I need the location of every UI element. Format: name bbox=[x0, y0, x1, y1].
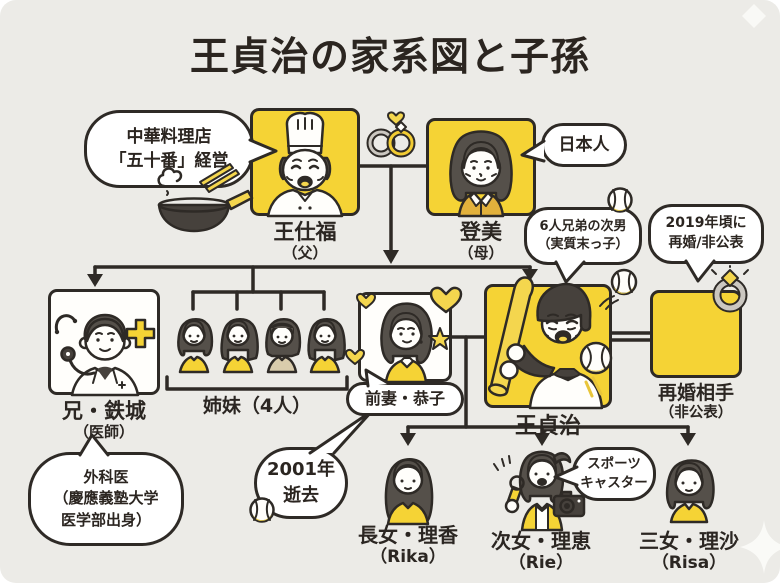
mother-role: （母） bbox=[458, 244, 504, 262]
medical-cross-icon bbox=[125, 318, 156, 349]
motion-lines bbox=[493, 455, 511, 471]
second-wife-box bbox=[650, 290, 742, 378]
chef-hat-icon bbox=[285, 111, 325, 155]
baseball-icon bbox=[579, 341, 613, 375]
daughter2-illustration bbox=[493, 450, 586, 532]
hearts-and-star-decor bbox=[345, 286, 463, 365]
daughter1-illustration bbox=[384, 458, 434, 526]
camera-icon bbox=[552, 490, 586, 518]
sister-illustration bbox=[220, 318, 259, 374]
page-title: 王貞治の家系図と子孫 bbox=[189, 35, 590, 80]
batting-helmet-icon bbox=[536, 282, 592, 332]
mother-name: 登美 bbox=[460, 220, 502, 244]
star-icon bbox=[428, 327, 452, 350]
second-wife-name: 再婚相手 bbox=[657, 382, 734, 404]
daughter1-name: 長女・理香 bbox=[358, 523, 458, 547]
sportscaster-bubble: スポーツ キャスター bbox=[553, 447, 656, 501]
brother-illustration bbox=[54, 313, 156, 397]
steam-icon bbox=[157, 167, 183, 188]
wedding-rings-icon bbox=[366, 111, 416, 158]
flying-baseball-icon bbox=[599, 268, 638, 310]
sister-illustration bbox=[307, 318, 346, 374]
first-wife-illustration bbox=[380, 302, 433, 384]
daughter3-name: 三女・理沙 bbox=[639, 529, 739, 553]
oh-name: 王貞治 bbox=[514, 414, 581, 439]
mother-illustration bbox=[449, 130, 513, 218]
brother-name: 兄・鉄城 bbox=[62, 399, 146, 423]
baseball-bat-icon bbox=[487, 276, 534, 397]
remarriage-2019-bubble: 2019年頃に 再婚/非公表 bbox=[648, 204, 764, 283]
sparkle-icon bbox=[740, 520, 780, 574]
daughter2-name: 次女・理恵 bbox=[491, 529, 591, 553]
microphone-icon bbox=[504, 475, 525, 514]
father-role: （父） bbox=[282, 244, 328, 262]
motion-lines bbox=[599, 295, 619, 310]
baseball-icon bbox=[607, 187, 633, 213]
oh-illustration bbox=[487, 276, 613, 410]
heart-icon bbox=[345, 348, 365, 365]
chopsticks-icon bbox=[199, 163, 240, 193]
first-wife-label-bubble: 前妻・恭子 bbox=[346, 368, 464, 416]
siblings-bubble: 6人兄弟の次男 （実質末っ子） bbox=[524, 207, 642, 284]
daughter1-romaji: （Rika） bbox=[370, 547, 446, 567]
daughter3-illustration bbox=[665, 459, 715, 524]
surgeon-bubble: 外科医 （慶應義塾大学 医学部出身） bbox=[28, 433, 184, 546]
heart-icon bbox=[387, 111, 405, 126]
father-name: 王仕福 bbox=[273, 220, 337, 244]
restaurant-bubble: 中華料理店 「五十番」経営 bbox=[84, 110, 278, 188]
daughter2-romaji: （Rie） bbox=[508, 553, 574, 573]
sisters-label: 姉妹（4人） bbox=[202, 395, 312, 417]
diamond-ring-icon bbox=[711, 265, 749, 313]
father-illustration bbox=[266, 111, 344, 218]
baseball-icon bbox=[249, 497, 275, 523]
wok-icon bbox=[157, 163, 254, 233]
heart-icon bbox=[356, 292, 376, 309]
second-wife-role: （非公表） bbox=[659, 405, 733, 421]
brother-role: （医師） bbox=[73, 423, 134, 441]
stethoscope-icon bbox=[54, 314, 96, 376]
heart-icon bbox=[429, 286, 463, 314]
sister-illustration bbox=[265, 318, 302, 374]
sparkle-icon bbox=[742, 4, 766, 28]
sister-illustration bbox=[177, 318, 214, 374]
daughter3-romaji: （Risa） bbox=[651, 553, 727, 573]
japanese-bubble: 日本人 bbox=[520, 123, 627, 167]
